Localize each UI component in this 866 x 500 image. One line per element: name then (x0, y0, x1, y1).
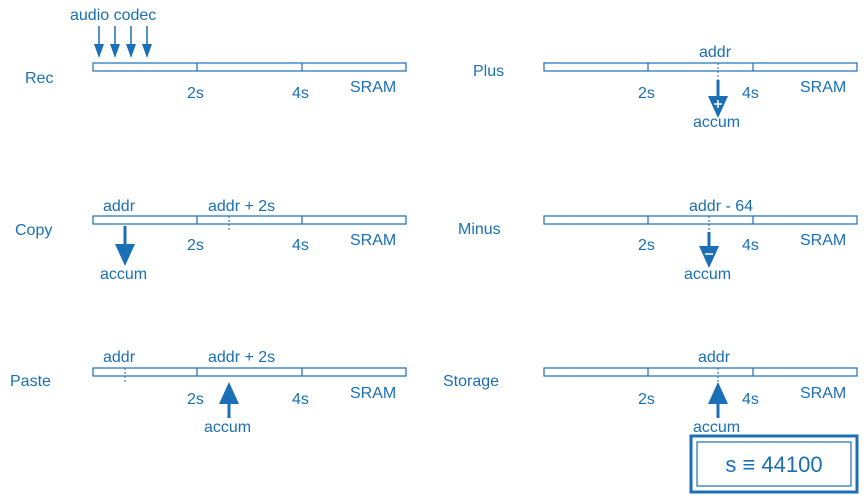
sram-bar-minus (543, 215, 858, 225)
tick-4s: 4s (742, 391, 759, 408)
panel-copy: Copy addr addr + 2s 2s 4s SRAM accum (15, 198, 407, 283)
codec-arrow-head (110, 44, 120, 58)
tick-2s: 2s (638, 391, 655, 408)
codec-arrow-head (142, 44, 152, 58)
tick-2s: 2s (187, 85, 204, 102)
tick-2s: 2s (187, 237, 204, 254)
tick-2s: 2s (187, 391, 204, 408)
panel-rec: Rec audio codec 2s 4s SRAM (25, 7, 407, 102)
note-frame-outer (689, 434, 859, 494)
add-arrow-down (708, 80, 728, 118)
panel-storage: Storage addr 2s 4s SRAM accum (443, 349, 858, 436)
read-arrow-down (115, 226, 135, 266)
tick-4s: 4s (742, 85, 759, 102)
addr-offset-label: addr - 64 (689, 198, 753, 215)
codec-arrow-head (94, 44, 104, 58)
tick-2s: 2s (638, 237, 655, 254)
note-frame-inner (696, 441, 852, 487)
op-label-copy: Copy (15, 222, 52, 239)
op-label-rec: Rec (25, 70, 53, 87)
sram-bar-paste (92, 367, 407, 377)
accum-label: accum (693, 419, 740, 436)
codec-arrow-head (126, 44, 136, 58)
accum-label: accum (693, 114, 740, 131)
sram-label: SRAM (800, 79, 846, 96)
addr-offset-label: addr + 2s (208, 198, 275, 215)
sram-bar-storage (543, 367, 858, 377)
tick-4s: 4s (742, 237, 759, 254)
panel-paste: Paste addr addr + 2s 2s 4s SRAM accum (10, 349, 407, 436)
sample-rate-note: s ≡ 44100 (689, 434, 859, 494)
op-label-plus: Plus (473, 63, 504, 80)
store-arrow-up (708, 382, 728, 418)
op-label-paste: Paste (10, 373, 51, 390)
tick-4s: 4s (292, 85, 309, 102)
sram-label: SRAM (800, 232, 846, 249)
addr-label: addr (698, 349, 731, 366)
addr-label: addr (103, 349, 136, 366)
sram-label: SRAM (350, 232, 396, 249)
accum-label: accum (100, 266, 147, 283)
addr-label: addr (103, 198, 136, 215)
sram-label: SRAM (350, 385, 396, 402)
tick-2s: 2s (638, 85, 655, 102)
subtract-arrow-down (699, 232, 719, 268)
tick-4s: 4s (292, 391, 309, 408)
op-label-storage: Storage (443, 373, 499, 390)
sram-bar-rec (92, 62, 407, 72)
sram-label: SRAM (350, 79, 396, 96)
addr-offset-label: addr + 2s (208, 349, 275, 366)
panel-plus: Plus addr 2s 4s SRAM accum (473, 44, 858, 131)
audio-codec-label: audio codec (70, 7, 156, 24)
addr-label: addr (699, 44, 732, 61)
write-arrow-up (219, 382, 239, 418)
op-label-minus: Minus (458, 221, 501, 238)
tick-4s: 4s (292, 237, 309, 254)
sample-rate-text: s ≡ 44100 (725, 452, 822, 477)
accum-label: accum (684, 266, 731, 283)
sram-label: SRAM (800, 385, 846, 402)
sram-bar-plus (543, 62, 858, 72)
accum-label: accum (204, 419, 251, 436)
sram-bar-copy (92, 215, 407, 225)
panel-minus: Minus addr - 64 2s 4s SRAM accum (458, 198, 858, 283)
codec-input-arrows (94, 26, 152, 58)
